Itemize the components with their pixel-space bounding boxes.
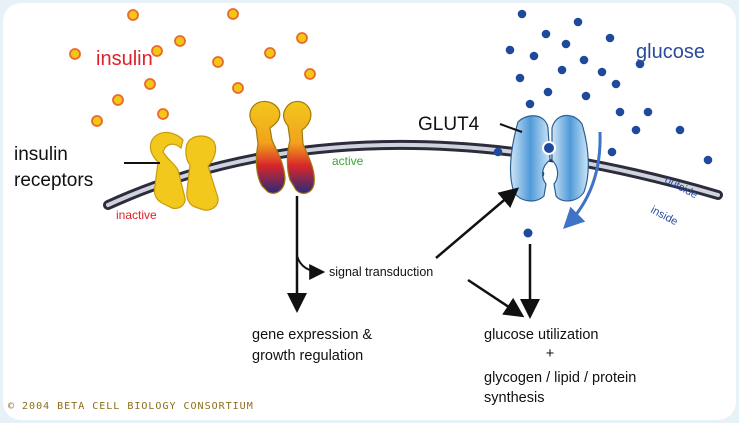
insulin-receptors-label-line2: receptors: [14, 170, 93, 191]
active-insulin-receptor: [249, 100, 315, 194]
insulin-molecule: [296, 32, 308, 44]
glucose-molecule: [605, 33, 615, 43]
insulin-molecule: [212, 56, 224, 68]
glucose-molecule: [543, 87, 553, 97]
glucose-utilization-label-line3: glycogen / lipid / protein: [484, 370, 636, 386]
glucose-molecule: [611, 79, 621, 89]
glut4-label: GLUT4: [418, 114, 480, 135]
glucose-molecule: [607, 147, 617, 157]
glucose-molecule: [635, 59, 645, 69]
insulin-receptors-label-line1: insulin: [14, 144, 68, 165]
glucose-utilization-label-line4: synthesis: [484, 390, 544, 406]
insulin-molecule: [127, 9, 139, 21]
inactive-receptor-right-subunit: [185, 135, 219, 211]
inactive-insulin-receptor: [149, 131, 219, 211]
signal-transduction-branch-arrow: [296, 255, 326, 280]
inactive-label: inactive: [116, 208, 157, 222]
copyright-notice: © 2004 BETA CELL BIOLOGY CONSORTIUM: [8, 401, 254, 412]
glut4-pointer: [499, 123, 523, 133]
signal-to-glucose-utilization-arrow: [467, 278, 525, 318]
glucose-molecule: [525, 99, 535, 109]
inactive-receptor-left-subunit: [149, 131, 186, 209]
glut4-right-half: [551, 114, 589, 202]
inside-label: inside: [649, 204, 680, 228]
glucose-molecule: [529, 51, 539, 61]
glucose-molecule: [517, 9, 527, 19]
glucose-transport-arrow: [563, 131, 602, 229]
glucose-molecule: [573, 17, 583, 27]
insulin-molecule: [91, 115, 103, 127]
gene-expression-label-line1: gene expression &: [252, 327, 372, 343]
signal-to-glut4-arrow: [435, 187, 520, 259]
insulin-label: insulin: [96, 48, 153, 70]
insulin-molecule: [112, 94, 124, 106]
gene-expression-label-line2: growth regulation: [252, 348, 363, 364]
glucose-in-channel: [542, 141, 556, 155]
active-receptor-left-subunit: [249, 100, 286, 194]
glucose-molecule: [703, 155, 713, 165]
insulin-molecule: [304, 68, 316, 80]
outside-label: outside: [663, 174, 700, 201]
active-label: active: [332, 154, 364, 168]
glucose-molecule: [557, 65, 567, 75]
insulin-molecule: [232, 82, 244, 94]
glucose-molecule: [505, 45, 515, 55]
insulin-molecule: [157, 108, 169, 120]
glucose-molecule: [597, 67, 607, 77]
glucose-utilization-label-line1: glucose utilization: [484, 327, 598, 343]
glucose-label: glucose: [636, 41, 705, 63]
insulin-molecule: [69, 48, 81, 60]
insulin-molecule: [264, 47, 276, 59]
diagram-panel: [3, 3, 736, 420]
glucose-molecule: [631, 125, 641, 135]
insulin-molecule: [174, 35, 186, 47]
cell-membrane-inner: [106, 142, 720, 207]
glucose-molecule: [675, 125, 685, 135]
insulin-molecule: [144, 78, 156, 90]
glucose-molecule: [541, 29, 551, 39]
insulin-molecule: [151, 45, 163, 57]
glucose-utilization-label-line2: +: [546, 346, 554, 362]
glucose-molecule: [615, 107, 625, 117]
glucose-molecule: [579, 55, 589, 65]
glucose-molecule: [561, 39, 571, 49]
glut4-left-half: [509, 115, 551, 202]
internalized-glucose: [523, 228, 533, 238]
glut4-transporter: [509, 114, 589, 202]
active-receptor-right-subunit: [282, 100, 315, 194]
glucose-molecule: [515, 73, 525, 83]
glucose-molecule: [643, 107, 653, 117]
signal-transduction-label: signal transduction: [329, 265, 433, 279]
glucose-molecule: [581, 91, 591, 101]
insulin-molecule: [227, 8, 239, 20]
glucose-molecules: [493, 9, 713, 179]
glucose-molecule: [493, 147, 503, 157]
